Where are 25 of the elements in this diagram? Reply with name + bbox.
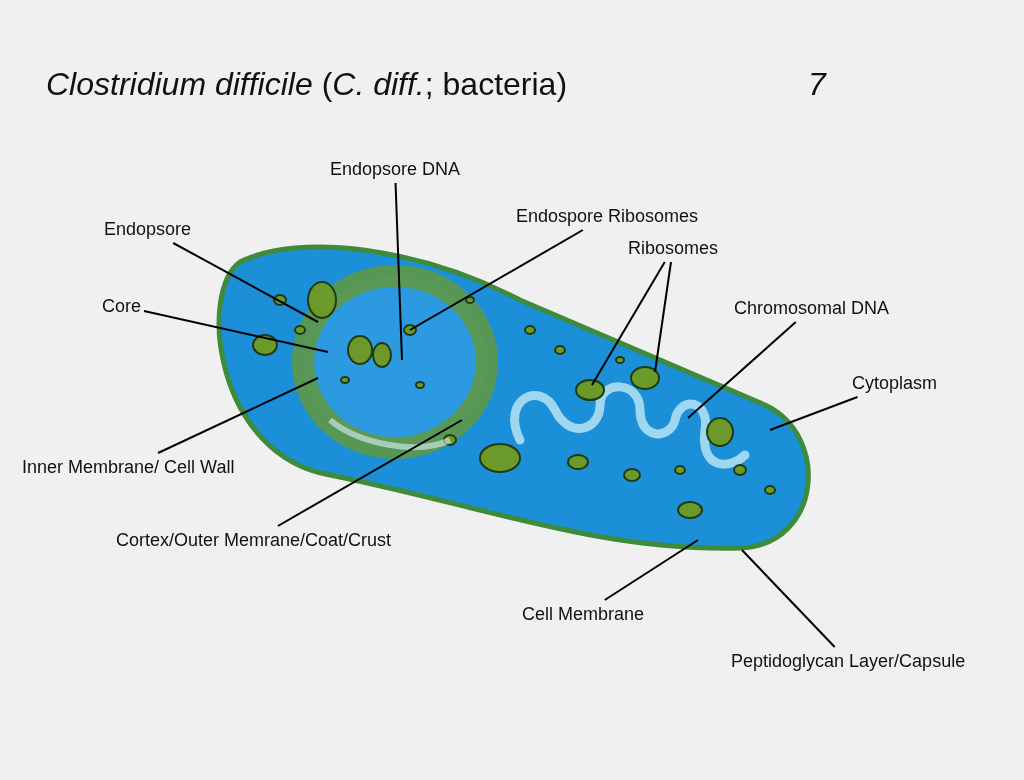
part-label: Endopsore DNA xyxy=(330,158,461,180)
part-label: Core xyxy=(102,295,141,317)
leader-line xyxy=(276,419,463,527)
part-label: Endospore Ribosomes xyxy=(516,205,699,227)
leader-line xyxy=(394,182,403,361)
part-label: Cytoplasm xyxy=(852,372,938,394)
part-label: Peptidoglycan Layer/Capsule xyxy=(731,650,966,672)
leader-line xyxy=(172,242,319,323)
part-label: Inner Membrane/ Cell Wall xyxy=(22,456,235,478)
leader-line xyxy=(143,310,329,353)
figure-number: 7 xyxy=(808,66,826,103)
part-label: Cell Membrane xyxy=(522,603,645,625)
leader-line xyxy=(769,396,859,431)
part-label: Ribosomes xyxy=(628,237,719,259)
leader-line xyxy=(654,261,672,373)
part-label: Cortex/Outer Memrane/Coat/Crust xyxy=(116,529,392,551)
part-label: Endopsore xyxy=(104,218,192,240)
leader-line xyxy=(157,377,319,454)
leader-line xyxy=(687,321,797,419)
title: Clostridium difficile (C. diff.; bacteria) xyxy=(46,66,568,103)
leader-line xyxy=(603,539,699,601)
part-label: Chromosomal DNA xyxy=(734,297,890,319)
leader-line xyxy=(591,261,666,386)
leader-line xyxy=(741,549,836,648)
leader-line xyxy=(409,229,584,331)
